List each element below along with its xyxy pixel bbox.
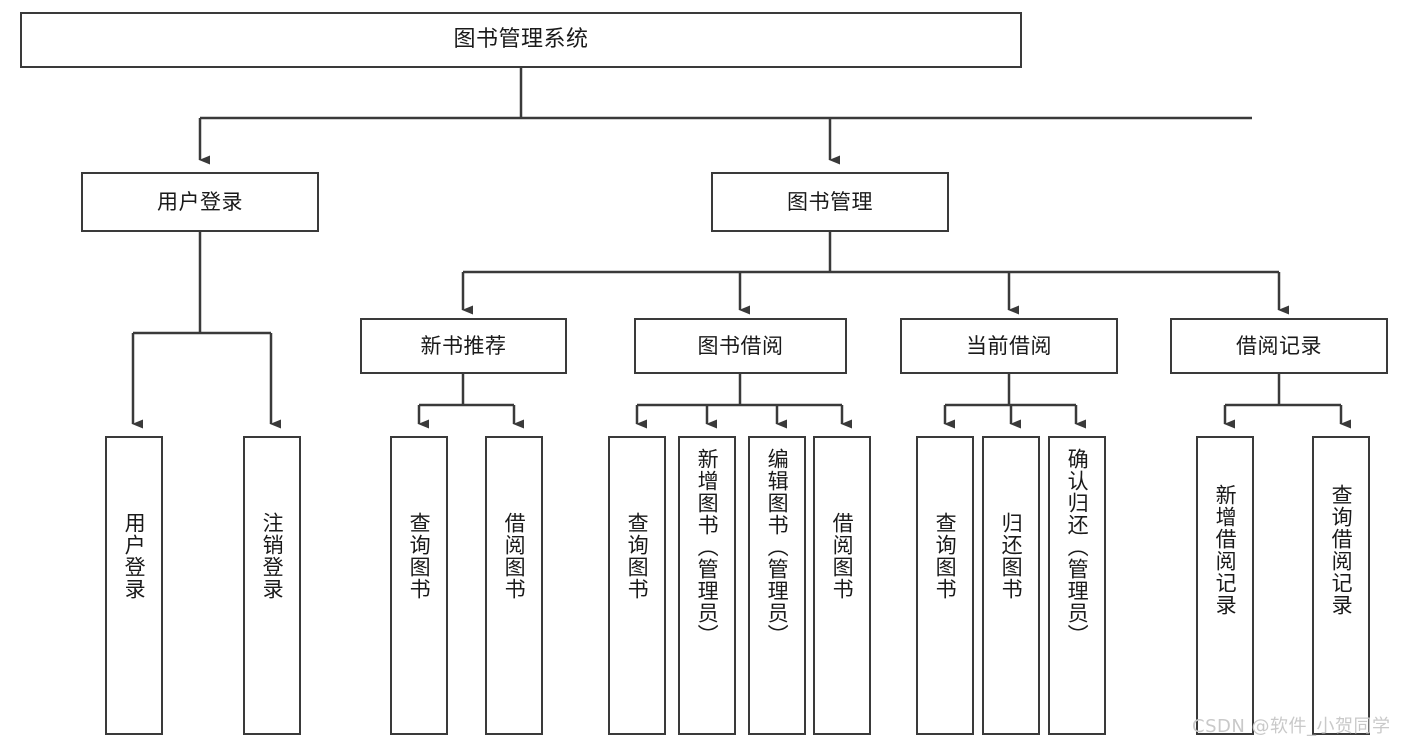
leaf-book-borrow-query-label: 查询图书 [625, 512, 650, 600]
leaf-current-borrow-query[interactable]: 查询图书 [916, 436, 974, 735]
leaf-current-borrow-return-label: 归还图书 [999, 512, 1024, 600]
leaf-current-borrow-return[interactable]: 归还图书 [982, 436, 1040, 735]
leaf-book-borrow-borrow[interactable]: 借阅图书 [813, 436, 871, 735]
node-borrow-record-label: 借阅记录 [1236, 333, 1322, 358]
node-user-login[interactable]: 用户登录 [81, 172, 319, 232]
leaf-book-borrow-add[interactable]: 新增图书（管理员） [678, 436, 736, 735]
leaf-book-borrow-query[interactable]: 查询图书 [608, 436, 666, 735]
node-new-book-recommend-label: 新书推荐 [420, 333, 507, 358]
node-new-book-recommend[interactable]: 新书推荐 [360, 318, 567, 374]
node-book-management-label: 图书管理 [787, 189, 873, 214]
leaf-new-book-borrow-label: 借阅图书 [502, 512, 527, 600]
node-borrow-record[interactable]: 借阅记录 [1170, 318, 1388, 374]
node-root-system-label: 图书管理系统 [453, 27, 589, 53]
leaf-book-borrow-borrow-label: 借阅图书 [830, 512, 855, 600]
leaf-book-borrow-edit[interactable]: 编辑图书（管理员） [748, 436, 806, 735]
leaf-new-book-query[interactable]: 查询图书 [390, 436, 448, 735]
leaf-user-login-login[interactable]: 用户登录 [105, 436, 163, 735]
leaf-user-login-login-label: 用户登录 [122, 512, 147, 600]
leaf-book-borrow-edit-label: 编辑图书（管理员） [765, 448, 790, 646]
leaf-new-book-borrow[interactable]: 借阅图书 [485, 436, 543, 735]
csdn-watermark: CSDN @软件_小贺同学 [1192, 716, 1391, 737]
leaf-borrow-record-add-label: 新增借阅记录 [1213, 484, 1238, 616]
leaf-borrow-record-query[interactable]: 查询借阅记录 [1312, 436, 1370, 735]
node-book-borrow[interactable]: 图书借阅 [634, 318, 847, 374]
leaf-borrow-record-add[interactable]: 新增借阅记录 [1196, 436, 1254, 735]
leaf-current-borrow-confirm-label: 确认归还（管理员） [1065, 448, 1090, 646]
leaf-current-borrow-query-label: 查询图书 [933, 512, 958, 600]
node-book-borrow-label: 图书借阅 [697, 333, 784, 358]
node-current-borrow[interactable]: 当前借阅 [900, 318, 1118, 374]
leaf-book-borrow-add-label: 新增图书（管理员） [695, 448, 720, 646]
leaf-user-login-logout[interactable]: 注销登录 [243, 436, 301, 735]
node-user-login-label: 用户登录 [157, 189, 243, 214]
node-root-system[interactable]: 图书管理系统 [20, 12, 1022, 68]
leaf-new-book-query-label: 查询图书 [407, 512, 432, 600]
node-book-management[interactable]: 图书管理 [711, 172, 949, 232]
leaf-user-login-logout-label: 注销登录 [260, 512, 285, 600]
leaf-current-borrow-confirm[interactable]: 确认归还（管理员） [1048, 436, 1106, 735]
node-current-borrow-label: 当前借阅 [966, 333, 1052, 358]
leaf-borrow-record-query-label: 查询借阅记录 [1329, 484, 1354, 616]
